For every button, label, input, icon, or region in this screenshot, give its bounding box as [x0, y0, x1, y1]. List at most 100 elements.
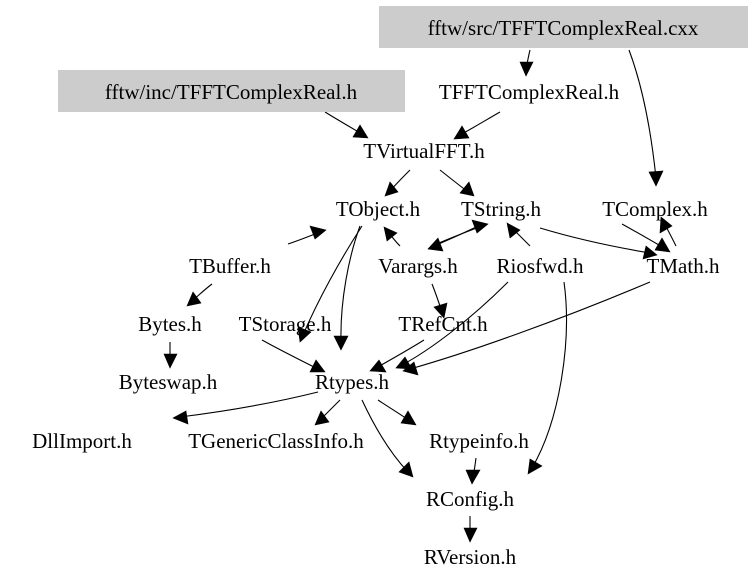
node-n5[interactable]: TString.h — [461, 197, 541, 221]
node-label: Bytes.h — [138, 312, 202, 336]
arrowhead-icon — [459, 181, 475, 197]
nodes-layer: fftw/src/TFFTComplexReal.cxx fftw/inc/TFF… — [32, 6, 748, 569]
node-label: fftw/inc/TFFTComplexReal.h — [105, 80, 358, 104]
node-label: TComplex.h — [602, 197, 708, 221]
node-label: Rtypes.h — [315, 370, 390, 394]
edge-line — [539, 227, 651, 254]
node-n12[interactable]: TStorage.h — [239, 312, 332, 336]
edge-n1-to-n3 — [324, 111, 369, 139]
arrowhead-icon — [463, 527, 478, 543]
edge-line — [340, 225, 361, 343]
arrowhead-icon — [659, 216, 673, 234]
arrowhead-icon — [309, 359, 326, 373]
edge-line — [179, 391, 319, 418]
node-n2[interactable]: TFFTComplexReal.h — [439, 80, 620, 104]
arrowhead-icon — [398, 461, 414, 478]
node-n15[interactable]: Rtypes.h — [315, 370, 390, 394]
edge-n15-to-n17 — [314, 399, 341, 426]
node-n1[interactable]: fftw/inc/TFFTComplexReal.h — [58, 70, 405, 112]
node-n20[interactable]: RVersion.h — [424, 545, 517, 569]
node-n7[interactable]: TBuffer.h — [189, 254, 271, 278]
edge-line — [361, 399, 409, 473]
node-label: TVirtualFFT.h — [363, 139, 485, 163]
edge-n19-to-n20 — [463, 516, 478, 543]
edge-n13-to-n15 — [369, 339, 425, 373]
node-n13[interactable]: TRefCnt.h — [398, 312, 488, 336]
arrowhead-icon — [314, 410, 330, 426]
arrowhead-icon — [519, 61, 534, 77]
arrowhead-icon — [384, 181, 399, 197]
node-label: Riosfwd.h — [497, 254, 584, 278]
edge-n3-to-n4 — [384, 169, 411, 197]
edge-n9-to-n15 — [395, 281, 509, 370]
arrowhead-icon — [383, 226, 398, 242]
edge-n9-to-n5 — [506, 222, 531, 247]
arrowhead-icon — [297, 326, 312, 343]
node-label: TRefCnt.h — [398, 312, 488, 336]
arrowhead-icon — [186, 291, 202, 307]
node-n0[interactable]: fftw/src/TFFTComplexReal.cxx — [379, 6, 748, 48]
edge-n12-to-n15 — [261, 339, 326, 373]
node-n19[interactable]: RConfig.h — [426, 487, 515, 511]
edge-n7-to-n4 — [287, 225, 327, 245]
arrowhead-icon — [453, 125, 470, 140]
arrowhead-icon — [400, 410, 417, 426]
arrowhead-icon — [352, 124, 369, 139]
arrowhead-icon — [506, 222, 521, 239]
node-n4[interactable]: TObject.h — [336, 197, 421, 221]
node-n10[interactable]: TMath.h — [647, 254, 720, 278]
node-label: Varargs.h — [378, 254, 458, 278]
node-label: RConfig.h — [426, 487, 515, 511]
node-n16[interactable]: DllImport.h — [32, 429, 132, 453]
node-label: TString.h — [461, 197, 541, 221]
node-n9[interactable]: Riosfwd.h — [497, 254, 584, 278]
node-n8[interactable]: Varargs.h — [378, 254, 458, 278]
node-n14[interactable]: Byteswap.h — [119, 370, 218, 394]
edge-n11-to-n14 — [163, 342, 178, 369]
edge-line — [401, 281, 509, 366]
arrowhead-icon — [369, 359, 387, 373]
edge-n0-to-n2 — [519, 49, 534, 77]
edge-n5-to-n10 — [539, 227, 658, 260]
edge-line — [431, 225, 483, 247]
edge-n9-to-n19 — [527, 281, 567, 475]
edge-n15-to-n19 — [361, 399, 414, 478]
edge-line — [261, 339, 319, 370]
edge-n10-to-n15 — [402, 281, 651, 376]
node-n11[interactable]: Bytes.h — [138, 312, 202, 336]
arrowhead-icon — [433, 302, 448, 319]
node-n3[interactable]: TVirtualFFT.h — [363, 139, 485, 163]
node-n18[interactable]: Rtypeinfo.h — [429, 429, 529, 453]
edge-n6-to-n10 — [621, 223, 671, 253]
node-n17[interactable]: TGenericClassInfo.h — [188, 429, 364, 453]
edges-layer — [163, 49, 677, 543]
edge-line — [628, 49, 657, 179]
arrowhead-icon — [527, 458, 543, 475]
edge-n8-to-n4 — [383, 226, 401, 247]
edge-line — [409, 281, 651, 370]
arrowhead-icon — [172, 410, 189, 425]
arrowhead-icon — [642, 245, 658, 260]
node-label: DllImport.h — [32, 429, 132, 453]
edge-n8-to-n13 — [431, 283, 448, 319]
edge-n7-to-n11 — [186, 283, 213, 307]
node-label: fftw/src/TFFTComplexReal.cxx — [428, 16, 699, 40]
node-label: Byteswap.h — [119, 370, 218, 394]
edge-line — [459, 111, 501, 136]
edge-n18-to-n19 — [465, 457, 481, 485]
node-n6[interactable]: TComplex.h — [602, 197, 708, 221]
edge-n4-to-n12 — [297, 225, 363, 343]
edge-n15-to-n18 — [377, 399, 417, 426]
node-highlight-box — [58, 70, 405, 112]
node-label: TGenericClassInfo.h — [188, 429, 364, 453]
arrowhead-icon — [654, 237, 671, 253]
arrowhead-icon — [465, 469, 481, 485]
arrowhead-icon — [309, 225, 327, 240]
arrowhead-icon — [471, 219, 489, 234]
edge-line — [302, 225, 363, 336]
edge-line — [621, 223, 665, 249]
edge-n5-to-n8 — [427, 225, 479, 252]
edge-n4-to-n15 — [333, 225, 361, 351]
